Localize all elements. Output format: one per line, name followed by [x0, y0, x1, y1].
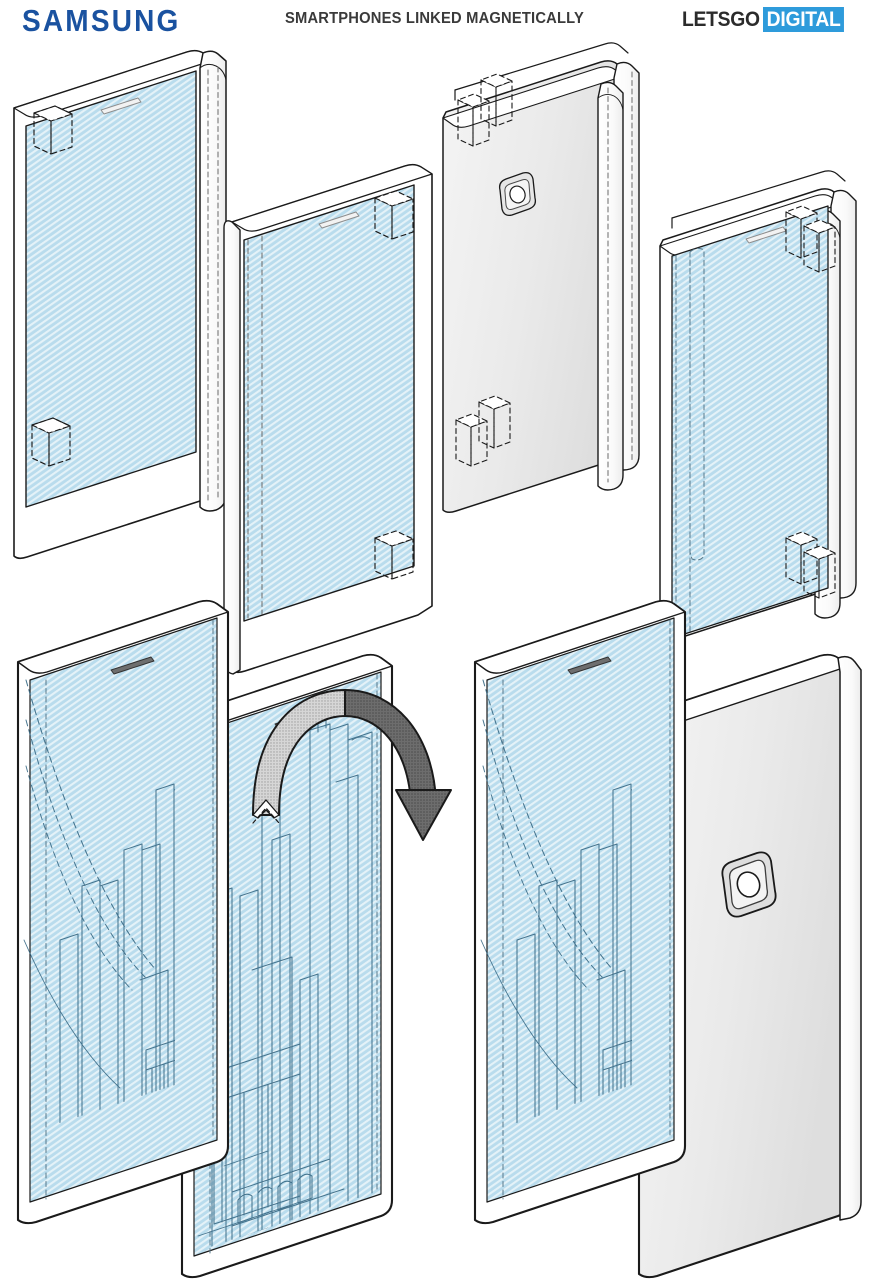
city-skyline-wallpaper — [480, 679, 632, 1138]
rear-camera-module — [721, 851, 777, 918]
phone-back-third — [442, 42, 640, 514]
earpiece-speaker-slot — [100, 97, 142, 115]
magnet-connector-bottom — [374, 530, 414, 580]
patent-illustration-svg — [13, 42, 862, 1279]
phone-front-left — [13, 49, 227, 560]
page-header: SAMSUNG SMARTPHONES LINKED MAGNETICALLY … — [0, 0, 869, 44]
camera-lens-icon — [509, 185, 526, 204]
arrow-head-icon — [395, 789, 452, 841]
linked-phone-right — [180, 653, 394, 1279]
phone-front-second — [223, 163, 433, 675]
letsgodigital-logo-digital: DIGITAL — [762, 7, 844, 32]
patent-figure-canvas — [0, 40, 869, 1280]
magnet-connector-top-pair — [457, 73, 513, 147]
rear-camera-module — [498, 171, 537, 217]
letsgodigital-logo-letsgo: LETSGO — [682, 8, 760, 31]
samsung-logo: SAMSUNG — [22, 3, 181, 38]
display-screen — [25, 70, 197, 508]
display-screen — [671, 205, 829, 639]
two-phones-linked-front-front — [16, 599, 452, 1279]
magnet-connector-top — [374, 190, 414, 240]
earpiece-speaker-slot — [110, 656, 155, 675]
flip-rotation-arrow — [252, 689, 452, 841]
magnet-connector-bottom-pair — [785, 531, 836, 599]
magnet-connector-bottom-pair — [455, 395, 511, 467]
two-phones-linked-front-back — [473, 599, 862, 1279]
magnet-connector-top-pair — [785, 205, 836, 273]
phone-front-fourth — [659, 170, 857, 643]
linked-phone-front — [473, 599, 687, 1225]
linked-phone-left — [16, 599, 230, 1225]
letsgodigital-logo: LETSGO DIGITAL — [675, 7, 851, 32]
linked-phone-back — [637, 653, 862, 1279]
earpiece-speaker-slot — [567, 656, 612, 675]
display-screen — [243, 184, 415, 622]
city-skyline-wallpaper — [197, 711, 373, 1253]
camera-lens-icon — [736, 871, 761, 898]
page-title: SMARTPHONES LINKED MAGNETICALLY — [284, 10, 585, 27]
earpiece-speaker-slot — [318, 211, 360, 229]
